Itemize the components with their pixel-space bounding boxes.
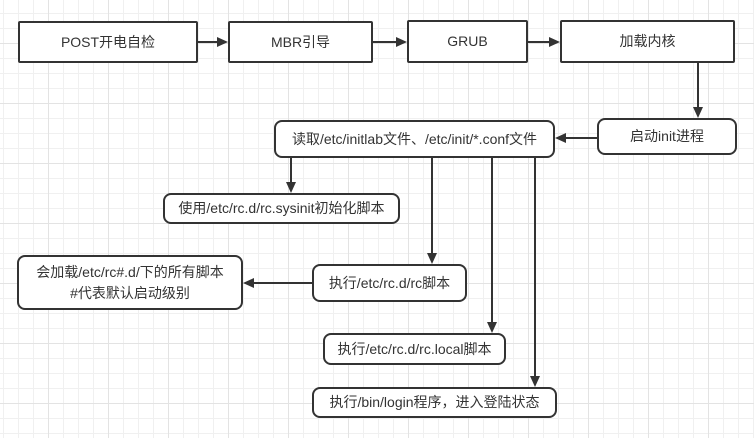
node-rc-script[interactable]: 执行/etc/rc.d/rc脚本	[312, 264, 467, 302]
arrow-post-to-mbr	[198, 37, 228, 47]
node-grub[interactable]: GRUB	[407, 20, 528, 63]
node-bin-login[interactable]: 执行/bin/login程序，进入登陆状态	[312, 387, 557, 418]
arrow-inittab-to-sysinit	[286, 158, 296, 193]
arrow-inittab-to-login	[530, 158, 540, 387]
arrow-grub-to-kernel	[528, 37, 560, 47]
node-read-inittab-conf[interactable]: 读取/etc/initlab文件、/etc/init/*.conf文件	[274, 120, 555, 158]
arrow-inittab-to-rclocal	[487, 158, 497, 333]
arrow-kernel-to-init	[693, 63, 703, 118]
runlevel-note-line1: 会加载/etc/rc#.d/下的所有脚本	[36, 264, 224, 281]
node-mbr-boot[interactable]: MBR引导	[228, 21, 373, 63]
node-load-kernel[interactable]: 加载内核	[560, 20, 735, 63]
node-rc-sysinit-script[interactable]: 使用/etc/rc.d/rc.sysinit初始化脚本	[163, 193, 400, 224]
node-post-self-check[interactable]: POST开电自检	[18, 21, 198, 63]
arrow-inittab-to-rcscript	[427, 158, 437, 264]
runlevel-note-line2: #代表默认启动级别	[70, 284, 190, 301]
arrow-init-to-inittab	[555, 133, 597, 143]
arrow-mbr-to-grub	[373, 37, 407, 47]
node-runlevel-scripts-note[interactable]: 会加载/etc/rc#.d/下的所有脚本 #代表默认启动级别	[17, 255, 243, 310]
arrow-rcscript-to-rclevel	[243, 278, 312, 288]
node-start-init-process[interactable]: 启动init进程	[597, 118, 737, 155]
node-rc-local-script[interactable]: 执行/etc/rc.d/rc.local脚本	[323, 333, 506, 365]
